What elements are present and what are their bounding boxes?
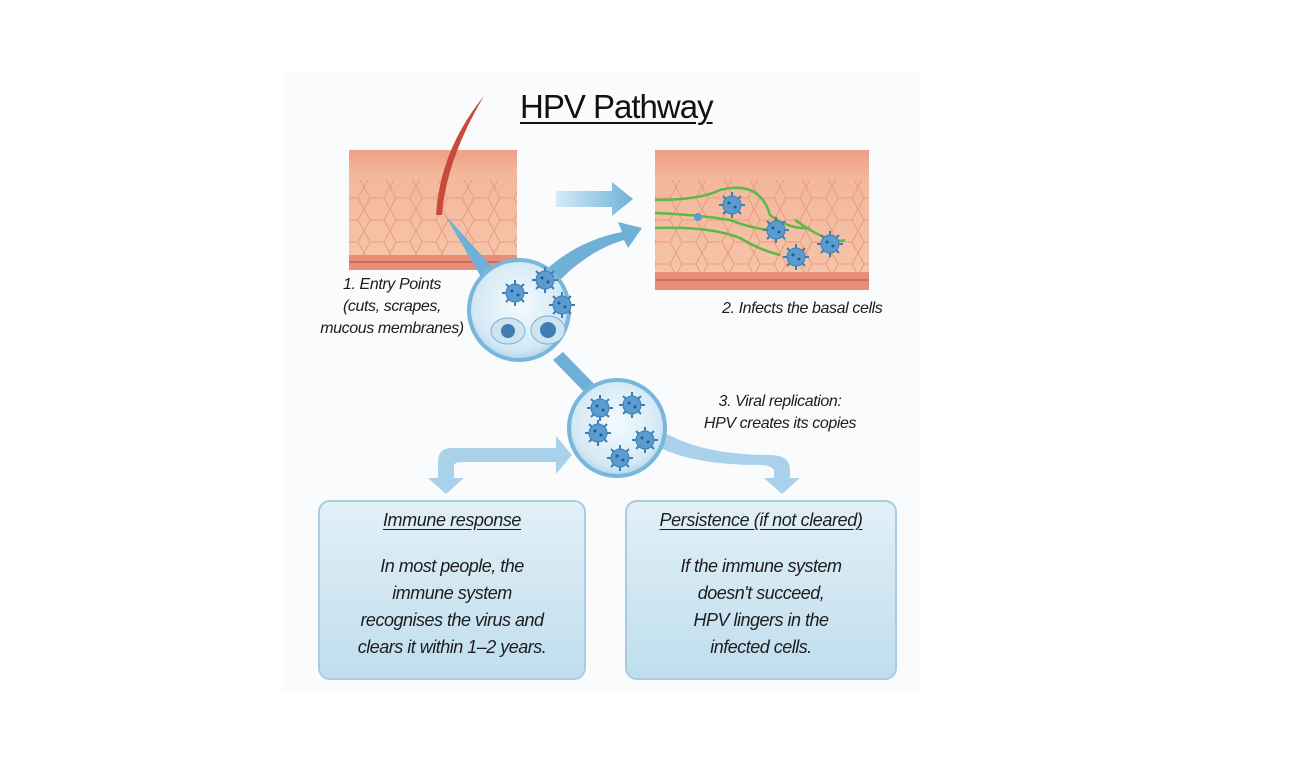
step-1-label: 1. Entry Points (cuts, scrapes, mucous m… bbox=[312, 274, 472, 340]
immune-response-heading: Immune response bbox=[382, 510, 522, 530]
step-2-label: 2. Infects the basal cells bbox=[722, 300, 883, 317]
hair-follicle-icon bbox=[436, 96, 484, 215]
skin-section-entry bbox=[349, 96, 517, 270]
text-line: In most people, the bbox=[380, 556, 524, 576]
text-line: If the immune system bbox=[680, 556, 842, 576]
persistence-text: If the immune system doesn't succeed, HP… bbox=[627, 553, 895, 661]
text-line: recognises the virus and bbox=[360, 610, 544, 630]
step-1-title: 1. Entry Points bbox=[342, 276, 442, 293]
arrow-right-icon bbox=[556, 182, 633, 216]
text-line: HPV lingers in the bbox=[693, 610, 829, 630]
page-title: HPV Pathway bbox=[520, 88, 714, 125]
step-1-detail: mucous membranes) bbox=[320, 320, 464, 337]
text-line: doesn't succeed, bbox=[697, 583, 825, 603]
zoom-circle-entry bbox=[467, 258, 576, 362]
persistence-heading: Persistence (if not cleared) bbox=[659, 510, 863, 530]
text-line: infected cells. bbox=[710, 637, 812, 657]
step-1-detail: (cuts, scrapes, bbox=[342, 298, 442, 315]
text-line: immune system bbox=[392, 583, 512, 603]
text-line: clears it within 1–2 years. bbox=[357, 637, 547, 657]
step-3-label: 3. Viral replication: HPV creates its co… bbox=[690, 391, 870, 435]
zoom-circle-replication bbox=[567, 378, 667, 478]
step-3-title: 3. Viral replication: bbox=[718, 393, 842, 410]
step-3-detail: HPV creates its copies bbox=[703, 415, 857, 432]
persistence-box: Persistence (if not cleared) If the immu… bbox=[625, 500, 897, 680]
skin-section-basal bbox=[654, 150, 869, 290]
immune-response-box: Immune response In most people, the immu… bbox=[318, 500, 586, 680]
connector-arrows bbox=[428, 215, 800, 494]
immune-response-text: In most people, the immune system recogn… bbox=[320, 553, 584, 661]
